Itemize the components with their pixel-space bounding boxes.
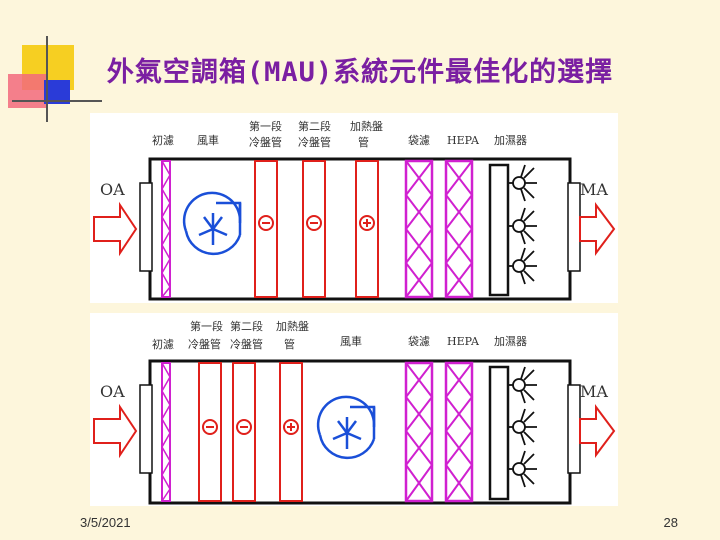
mau-diagram-top: 初濾 風車 第一段 冷盤管 第二段 冷盤管 加熱盤 管 袋濾 HEPA 加濕器 …: [90, 113, 618, 303]
humidifier: [488, 365, 537, 501]
slide-date: 3/5/2021: [80, 515, 131, 530]
outlet-louver: [567, 182, 581, 272]
inlet-arrow-icon: [93, 201, 138, 257]
hepa-filter: [444, 159, 474, 299]
label-heater-line2: 管: [358, 135, 369, 149]
inlet-louver: [139, 182, 153, 272]
nozzle-icon: [512, 462, 526, 476]
bag-filter: [404, 159, 434, 299]
fan-icon: [182, 191, 242, 256]
label-fan: 風車: [340, 334, 362, 348]
fan-icon: [316, 395, 376, 460]
label-bag-filter: 袋濾: [408, 334, 430, 348]
outlet-arrow-icon: [579, 202, 616, 256]
slide-page-number: 28: [663, 515, 678, 530]
deco-horizontal-line: [12, 100, 102, 102]
nozzle-icon: [512, 259, 526, 273]
label-heater-line1: 加熱盤: [350, 120, 383, 133]
label-ma: MA: [580, 382, 608, 401]
deco-vertical-line: [46, 36, 48, 122]
label-coil2-line2: 冷盤管: [298, 135, 331, 149]
inlet-louver: [139, 384, 153, 474]
outlet-arrow-icon: [579, 404, 616, 458]
label-coil1-line1: 第一段: [249, 119, 282, 133]
label-hepa: HEPA: [447, 335, 480, 348]
label-coil2-line2: 冷盤管: [230, 337, 263, 351]
label-prefilter: 初濾: [152, 337, 174, 351]
slide-title: 外氣空調箱(MAU)系統元件最佳化的選擇: [106, 57, 614, 88]
label-fan: 風車: [197, 133, 219, 147]
inlet-arrow-icon: [93, 403, 138, 459]
hepa-filter: [444, 361, 474, 503]
label-coil1-line1: 第一段: [190, 319, 223, 333]
coil-1: [254, 160, 278, 298]
bag-filter: [404, 361, 434, 503]
mau-diagram-bottom: 初濾 第一段 冷盤管 第二段 冷盤管 加熱盤 管 風車 袋濾 HEPA 加濕器 …: [90, 313, 618, 506]
prefilter: [161, 160, 171, 298]
label-ma: MA: [580, 180, 608, 199]
label-hepa: HEPA: [447, 134, 480, 147]
nozzle-icon: [512, 176, 526, 190]
outlet-louver: [567, 384, 581, 474]
label-oa: OA: [100, 180, 125, 199]
label-bag-filter: 袋濾: [408, 133, 430, 147]
label-prefilter: 初濾: [152, 133, 174, 147]
coil-1: [198, 362, 222, 502]
heater-coil: [279, 362, 303, 502]
label-oa: OA: [100, 382, 125, 401]
label-heater-line2: 管: [284, 337, 295, 351]
deco-red-square: [8, 74, 48, 108]
humidifier: [488, 163, 537, 297]
coil-2: [232, 362, 256, 502]
label-coil1-line2: 冷盤管: [188, 337, 221, 351]
label-coil2-line1: 第二段: [230, 319, 263, 333]
label-humidifier: 加濕器: [494, 134, 527, 147]
prefilter: [161, 362, 171, 502]
nozzle-icon: [512, 219, 526, 233]
label-humidifier: 加濕器: [494, 335, 527, 348]
nozzle-icon: [512, 378, 526, 392]
label-coil1-line2: 冷盤管: [249, 135, 282, 149]
coil-2: [302, 160, 326, 298]
label-heater-line1: 加熱盤: [276, 320, 309, 333]
heater-coil: [355, 160, 379, 298]
nozzle-icon: [512, 420, 526, 434]
label-coil2-line1: 第二段: [298, 119, 331, 133]
